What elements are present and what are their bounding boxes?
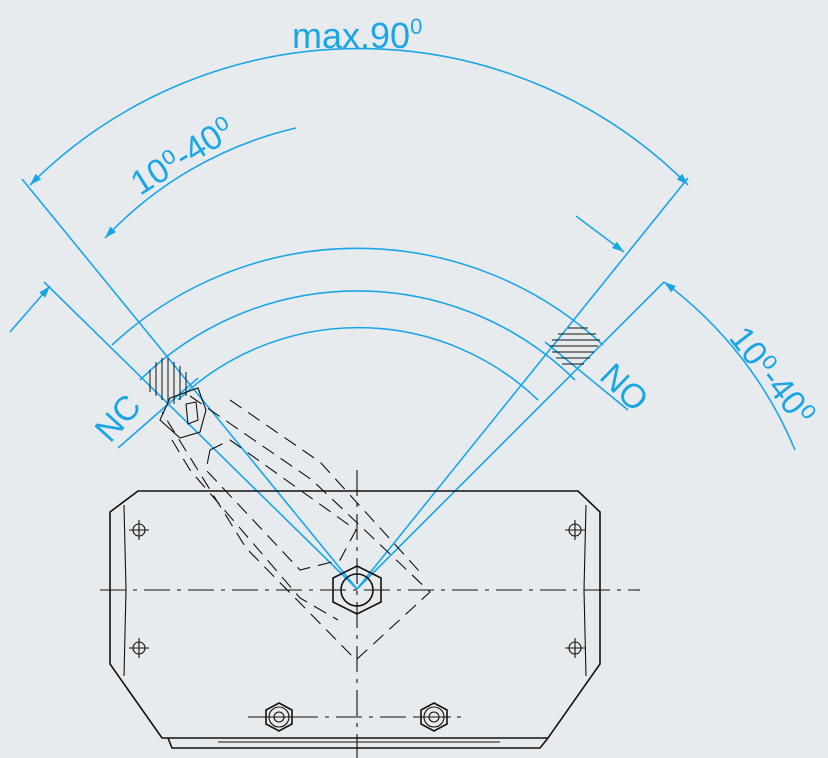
switch-housing bbox=[100, 470, 640, 758]
pivot-shaft bbox=[340, 573, 374, 607]
max-angle-label: max.900 bbox=[292, 14, 422, 56]
no-leader bbox=[544, 341, 629, 411]
radial-line-outer-right bbox=[356, 177, 689, 590]
arm-tip bbox=[159, 387, 207, 439]
mounting-hole-top-right bbox=[565, 520, 585, 540]
travel-arc-1 bbox=[111, 247, 604, 346]
arm-slot-outline bbox=[205, 439, 357, 571]
arm-edge-upper bbox=[229, 399, 421, 573]
housing-outline bbox=[109, 490, 601, 739]
right-range-label: 10⁰-40⁰ bbox=[722, 320, 822, 433]
dimension-lines bbox=[9, 47, 796, 590]
pivot-nut bbox=[332, 565, 382, 615]
arm-outline bbox=[161, 395, 431, 661]
nc-label: NC bbox=[88, 387, 149, 449]
right-range-arc bbox=[663, 281, 796, 451]
no-label: NO bbox=[592, 356, 655, 419]
left-range-arc bbox=[104, 127, 297, 239]
arm-edge-lower bbox=[171, 439, 339, 621]
radial-line-outer-left bbox=[21, 178, 358, 590]
pivot-hex bbox=[332, 565, 382, 615]
radial-line-inner-right bbox=[356, 281, 665, 590]
mounting-hole-bottom-right bbox=[565, 638, 585, 658]
left-range-label: 10⁰-40⁰ bbox=[124, 110, 241, 203]
radial-line-inner-left bbox=[43, 281, 358, 590]
arm-tip-slot bbox=[185, 401, 199, 425]
travel-arc-3 bbox=[177, 326, 539, 401]
max-angle-arc bbox=[29, 47, 689, 186]
left-range-tick bbox=[9, 285, 51, 333]
mounting-hole-bottom-left bbox=[129, 638, 149, 658]
actuator-arm bbox=[159, 387, 431, 661]
nc-leader bbox=[117, 377, 199, 449]
housing-base bbox=[167, 737, 549, 749]
no-hatch-zone bbox=[550, 327, 600, 365]
travel-arc-2 bbox=[139, 290, 576, 381]
right-range-tick bbox=[575, 215, 625, 253]
mounting-hole-top-left bbox=[129, 520, 149, 540]
